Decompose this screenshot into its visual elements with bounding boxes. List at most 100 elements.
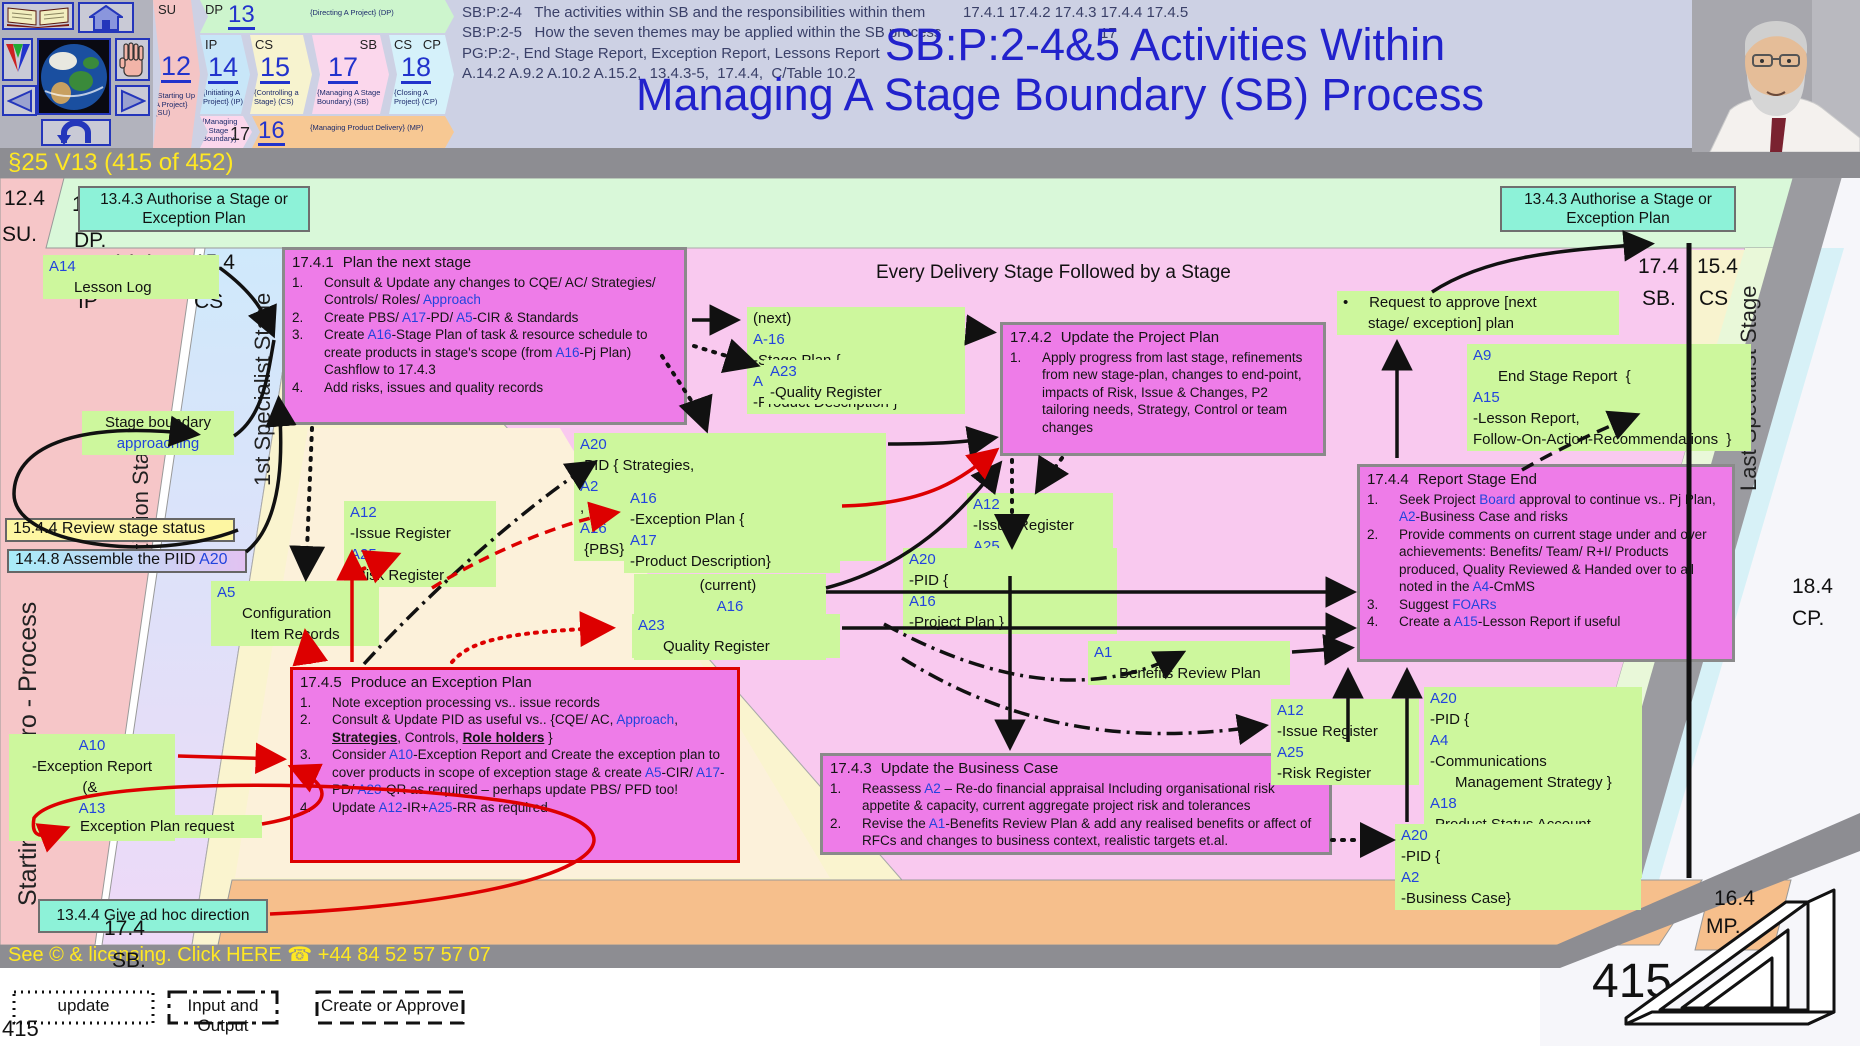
minimap-sb-lower-num: 17 [230, 124, 251, 144]
header-bar: SU 12 {Starting Up A Project} (SU) DP 13… [0, 0, 1860, 148]
minimap-dp-caption: {Directing A Project} (DP) [310, 8, 394, 17]
region-label-sb-bottom-num: 17.4 [104, 917, 145, 940]
minimap-cs[interactable]: CS 15 {Controlling a Stage} (CS) [250, 35, 312, 114]
minimap-ip-num: 14 [208, 53, 238, 84]
label-pid-project-plan: A20-PID {A16-Project Plan } [903, 548, 1117, 634]
activity-ref-numbers: 17.4.1 17.4.2 17.4.3 17.4.4 17.4.5 [963, 4, 1189, 21]
home-button[interactable] [78, 2, 134, 33]
trigger-give-adhoc-direction: 13.4.4 Give ad hoc direction [38, 899, 268, 933]
label-exception-plan-request: Exception Plan request [74, 815, 262, 838]
open-book-icon [7, 7, 69, 28]
forward-button[interactable] [115, 85, 150, 116]
activity-items: 1.Note exception processing vs.. issue r… [300, 694, 725, 815]
region-label-su: SU. [2, 223, 38, 246]
label-benefits-review-plan: A1 Benefits Review Plan [1088, 641, 1290, 685]
book-button[interactable] [2, 2, 74, 30]
arrow-right-icon [120, 88, 146, 113]
presenter-webcam [1692, 0, 1860, 153]
hand-button[interactable] [115, 38, 150, 81]
label-lesson-log: A14 Lesson Log [43, 255, 219, 299]
minimap-sb[interactable]: SB 17 {Managing A Stage Boundary} (SB) [312, 35, 389, 114]
label-quality-register: A23 Quality Register [632, 614, 840, 658]
minimap-cs-caption: {Controlling a Stage} (CS) [254, 88, 299, 106]
minimap-ip-tag: IP [205, 37, 218, 52]
legend-create-approve: Create or Approve [315, 990, 465, 1025]
trigger-authorise-stage-right: 13.4.3 Authorise a Stage or Exception Pl… [1500, 186, 1736, 232]
syllabus-references: SB:P:2-4 The activities within SB and th… [462, 4, 942, 82]
minimap-dp[interactable]: DP 13 {Directing A Project} (DP) [200, 0, 454, 33]
legend-update: update [12, 990, 155, 1025]
minimap-su[interactable]: SU 12 {Starting Up A Project} (SU) [153, 0, 200, 148]
page-number: 415 [2, 1016, 39, 1041]
label-end-stage-report: A9 End Stage Report {A15-Lesson Report,F… [1467, 344, 1751, 451]
region-label-sb-bottom: SB. [112, 949, 146, 972]
minimap-cp-caption: {Closing A Project} (CP) [394, 88, 438, 106]
license-link[interactable]: See © & licensing. Click HERE ☎ +44 84 5… [8, 944, 491, 966]
minimap-dp-tag: DP [205, 2, 224, 17]
logo-button[interactable] [2, 38, 33, 81]
minimap-sb-tag: SB [359, 37, 377, 52]
nav-icon-panel [0, 0, 153, 148]
hand-icon [118, 41, 144, 77]
minimap-mp-caption: {Managing Product Delivery} (MP) [310, 123, 424, 132]
presenter-illustration [1692, 0, 1860, 153]
activity-items: 1.Consult & Update any changes to CQE/ A… [292, 274, 656, 395]
globe-button[interactable] [37, 38, 111, 115]
trigger-assemble-piid: 14.4.8 Assemble the PIID A20 [7, 549, 247, 573]
region-label-dp: DP. [74, 229, 107, 252]
activity-items: 1.Reassess A2 – Re-do financial appraisa… [830, 780, 1312, 849]
legend-input-output: Input and Output [167, 990, 279, 1035]
minimap-mp[interactable]: 16 {Managing Product Delivery} (MP) [252, 116, 454, 148]
region-label-cp-num: 18.4 [1792, 575, 1833, 598]
minimap-cp[interactable]: CS CP 18 {Closing A Project} (CP) [389, 35, 454, 114]
minimap-su-tag: SU [158, 2, 177, 17]
diagram-headline: Every Delivery Stage Followed by a Stage [876, 262, 1231, 283]
minimap-sb-lower-caption: {Managing A Stage Boundary} [202, 117, 238, 144]
label-exception-plan: A16-Exception Plan {A17-Product Descript… [624, 487, 840, 573]
minimap-cs-num: 15 [260, 53, 290, 84]
region-label-cs-right-num: 15.4 [1697, 255, 1738, 278]
minimap-ip-caption: {Initiating A Project} (IP) [203, 88, 244, 106]
brand-3d-logo [1612, 884, 1860, 1044]
minimap-cp-tag: CS CP [394, 37, 441, 52]
minimap-ip[interactable]: IP 14 {Initiating A Project} (IP) [200, 35, 250, 114]
slide-info-bar: §25 V13 (415 of 452) [0, 148, 1860, 178]
activity-ref-number-17: 17 [1100, 25, 1117, 42]
label-quality-register-top: A23-Quality Register [764, 360, 936, 404]
minimap-sb-num: 17 [328, 53, 358, 84]
band-title-initiation-stage: Initiation Stage [128, 427, 153, 573]
back-button[interactable] [2, 85, 37, 116]
globe-icon [41, 43, 107, 110]
legend-create-approve-label: Create or Approve [321, 996, 459, 1015]
trigger-review-stage-status: 15.4.4 Review stage status [5, 518, 235, 542]
minimap-su-caption: {Starting Up A Project} (SU) [155, 91, 196, 118]
region-label-cp: CP. [1792, 607, 1825, 630]
legend-update-label: update [57, 996, 110, 1015]
activity-items: 1.Seek Project Board approval to continu… [1367, 491, 1716, 630]
minimap-su-num: 12 [161, 52, 191, 83]
minimap-dp-num: 13 [228, 2, 255, 30]
band-title-first-specialist-stage: 1st Specialist Stage [250, 292, 275, 486]
minimap-cs-tag: CS [255, 37, 274, 52]
home-icon [89, 4, 123, 31]
region-label-sb-right: SB. [1642, 287, 1676, 310]
minimap-mp-num: 16 [258, 118, 285, 146]
label-pid-business-case: A20-PID { A2-Business Case} [1395, 824, 1641, 910]
label-request-to-approve: • Request to approve [next stage/ except… [1337, 291, 1619, 335]
minimap-sb-lower[interactable]: {Managing A Stage Boundary} 17 [200, 116, 252, 148]
undo-button[interactable] [41, 119, 111, 146]
